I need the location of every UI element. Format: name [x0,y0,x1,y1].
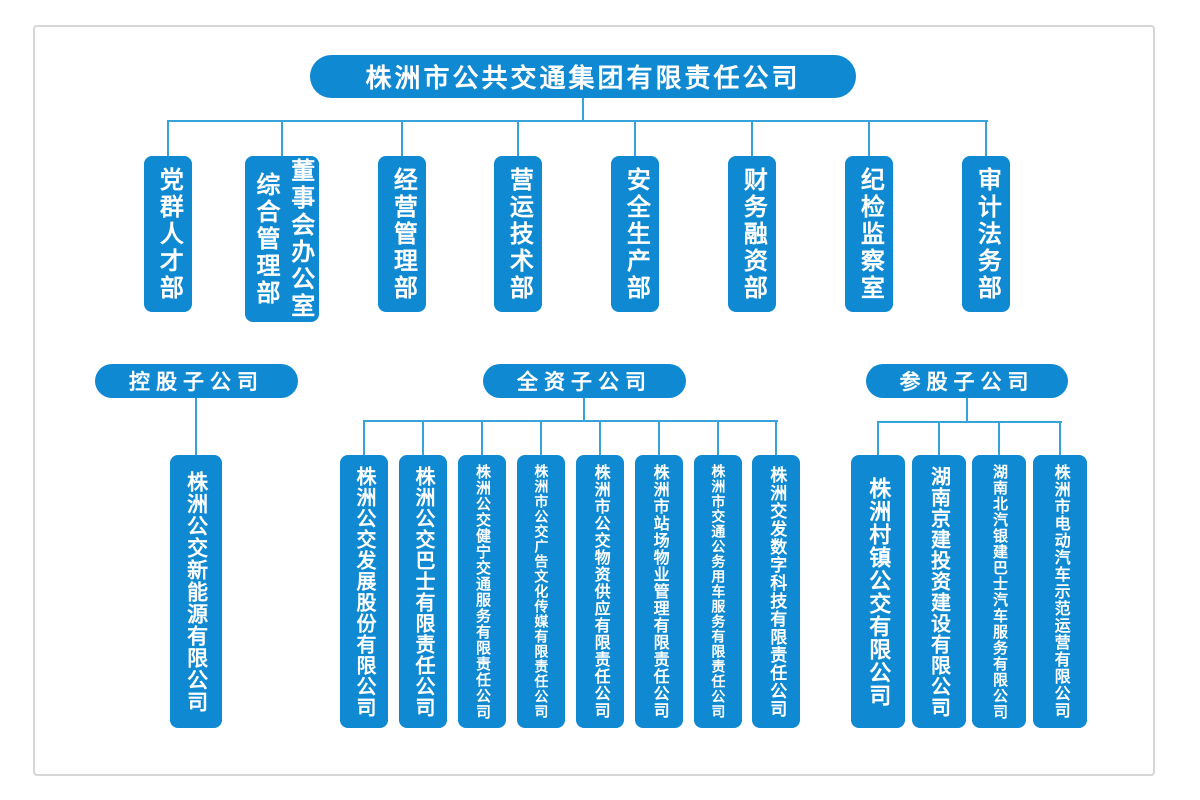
group-label: 参股子公司 [899,371,1035,394]
org-box-label: 湖南京建投资建设有限公司 [927,465,950,718]
group-label-pill: 控股子公司 [95,364,298,398]
org-box-label: 安全生产部 [622,166,650,302]
company-drop-line [599,420,601,455]
company-box: 株洲公交健宁交通服务有限责任公司 [458,455,506,728]
department-drop-line [634,120,636,156]
company-box: 株洲市公交物资供应有限责任公司 [576,455,624,728]
group-label-pill: 参股子公司 [866,364,1068,398]
org-box-label: 株洲公交发展股份有限公司 [353,465,375,718]
page-border [33,25,1155,776]
org-box-label: 党群人才部 [155,166,183,302]
department-drop-line [517,120,519,156]
company-drop-line [658,420,660,455]
department-box: 纪检监察室 [845,156,893,312]
org-box-label: 株洲市站场物业管理有限责任公司 [650,464,668,719]
company-drop-line [481,420,483,455]
group-bus-line [878,421,1062,423]
company-drop-line [422,420,424,455]
department-drop-line [751,120,753,156]
department-drop-line [167,120,169,156]
org-box-label: 株洲市电动汽车示范运营有限公司 [1051,464,1069,719]
company-drop-line [717,420,719,455]
group-bus-line [364,420,778,422]
org-box-label: 纪检监察室 [856,166,884,302]
company-box: 株洲公交新能源有限公司 [170,455,222,728]
org-box-label: 湖南北汽银建巴士汽车服务有限公司 [991,463,1008,720]
group-stem-line [966,398,968,421]
root-org-box: 株洲市公共交通集团有限责任公司 [310,55,856,98]
company-box: 株洲市站场物业管理有限责任公司 [635,455,683,728]
department-drop-line [985,120,987,156]
department-box: 经营管理部 [378,156,426,312]
department-box: 党群人才部 [144,156,192,312]
root-org-label: 株洲市公共交通集团有限责任公司 [365,63,801,93]
company-box: 湖南京建投资建设有限公司 [911,455,966,728]
company-drop-line [540,420,542,455]
org-box-label: 株洲市公交广告文化传媒有限责任公司 [533,464,550,719]
department-box: 营运技术部 [494,156,542,312]
company-box: 株洲村镇公交有限公司 [851,455,905,728]
org-box-label: 株洲公交健宁交通服务有限责任公司 [474,463,491,720]
company-box: 株洲市电动汽车示范运营有限公司 [1033,455,1087,728]
company-box: 湖南北汽银建巴士汽车服务有限公司 [972,455,1026,728]
company-box: 株洲公交巴士有限责任公司 [399,455,447,728]
company-drop-line [775,420,777,455]
company-box: 株洲市交通公务用车服务有限责任公司 [694,455,742,728]
org-box-label: 财务融资部 [739,166,767,302]
org-box-label: 株洲公交巴士有限责任公司 [412,465,434,718]
company-drop-line [937,421,940,455]
company-box: 株洲市公交广告文化传媒有限责任公司 [517,455,565,728]
department-box: 审计法务部 [962,156,1010,312]
group-drop-line [195,398,197,455]
company-box: 株洲交发数字科技有限责任公司 [752,455,800,728]
departments-bus-line [168,120,988,122]
department-box: 财务融资部 [728,156,776,312]
org-box-label: 审计法务部 [973,166,1001,302]
company-drop-line [998,421,1000,455]
company-drop-line [363,420,365,455]
org-box-label: 株洲公交新能源有限公司 [184,470,208,713]
department-box: 董事会办公室 综合管理部 [245,156,319,322]
department-drop-line [868,120,870,156]
group-stem-line [583,398,585,420]
department-drop-line [281,120,283,156]
root-stem-line [582,98,584,120]
department-box: 安全生产部 [611,156,659,312]
group-label: 全资子公司 [517,371,652,394]
org-box-label: 株洲市公交物资供应有限责任公司 [591,464,609,719]
org-box-label: 株洲村镇公交有限公司 [866,476,892,707]
org-box-label: 董事会办公室 综合管理部 [252,158,314,320]
company-box: 株洲公交发展股份有限公司 [340,455,388,728]
org-box-label: 株洲交发数字科技有限责任公司 [767,465,787,718]
company-drop-line [877,421,879,455]
org-box-label: 株洲市交通公务用车服务有限责任公司 [710,464,727,719]
org-box-label: 经营管理部 [389,166,417,302]
org-box-label: 营运技术部 [505,166,533,302]
company-drop-line [1059,421,1061,455]
department-drop-line [401,120,403,156]
group-label: 控股子公司 [129,371,264,394]
group-label-pill: 全资子公司 [483,364,686,398]
